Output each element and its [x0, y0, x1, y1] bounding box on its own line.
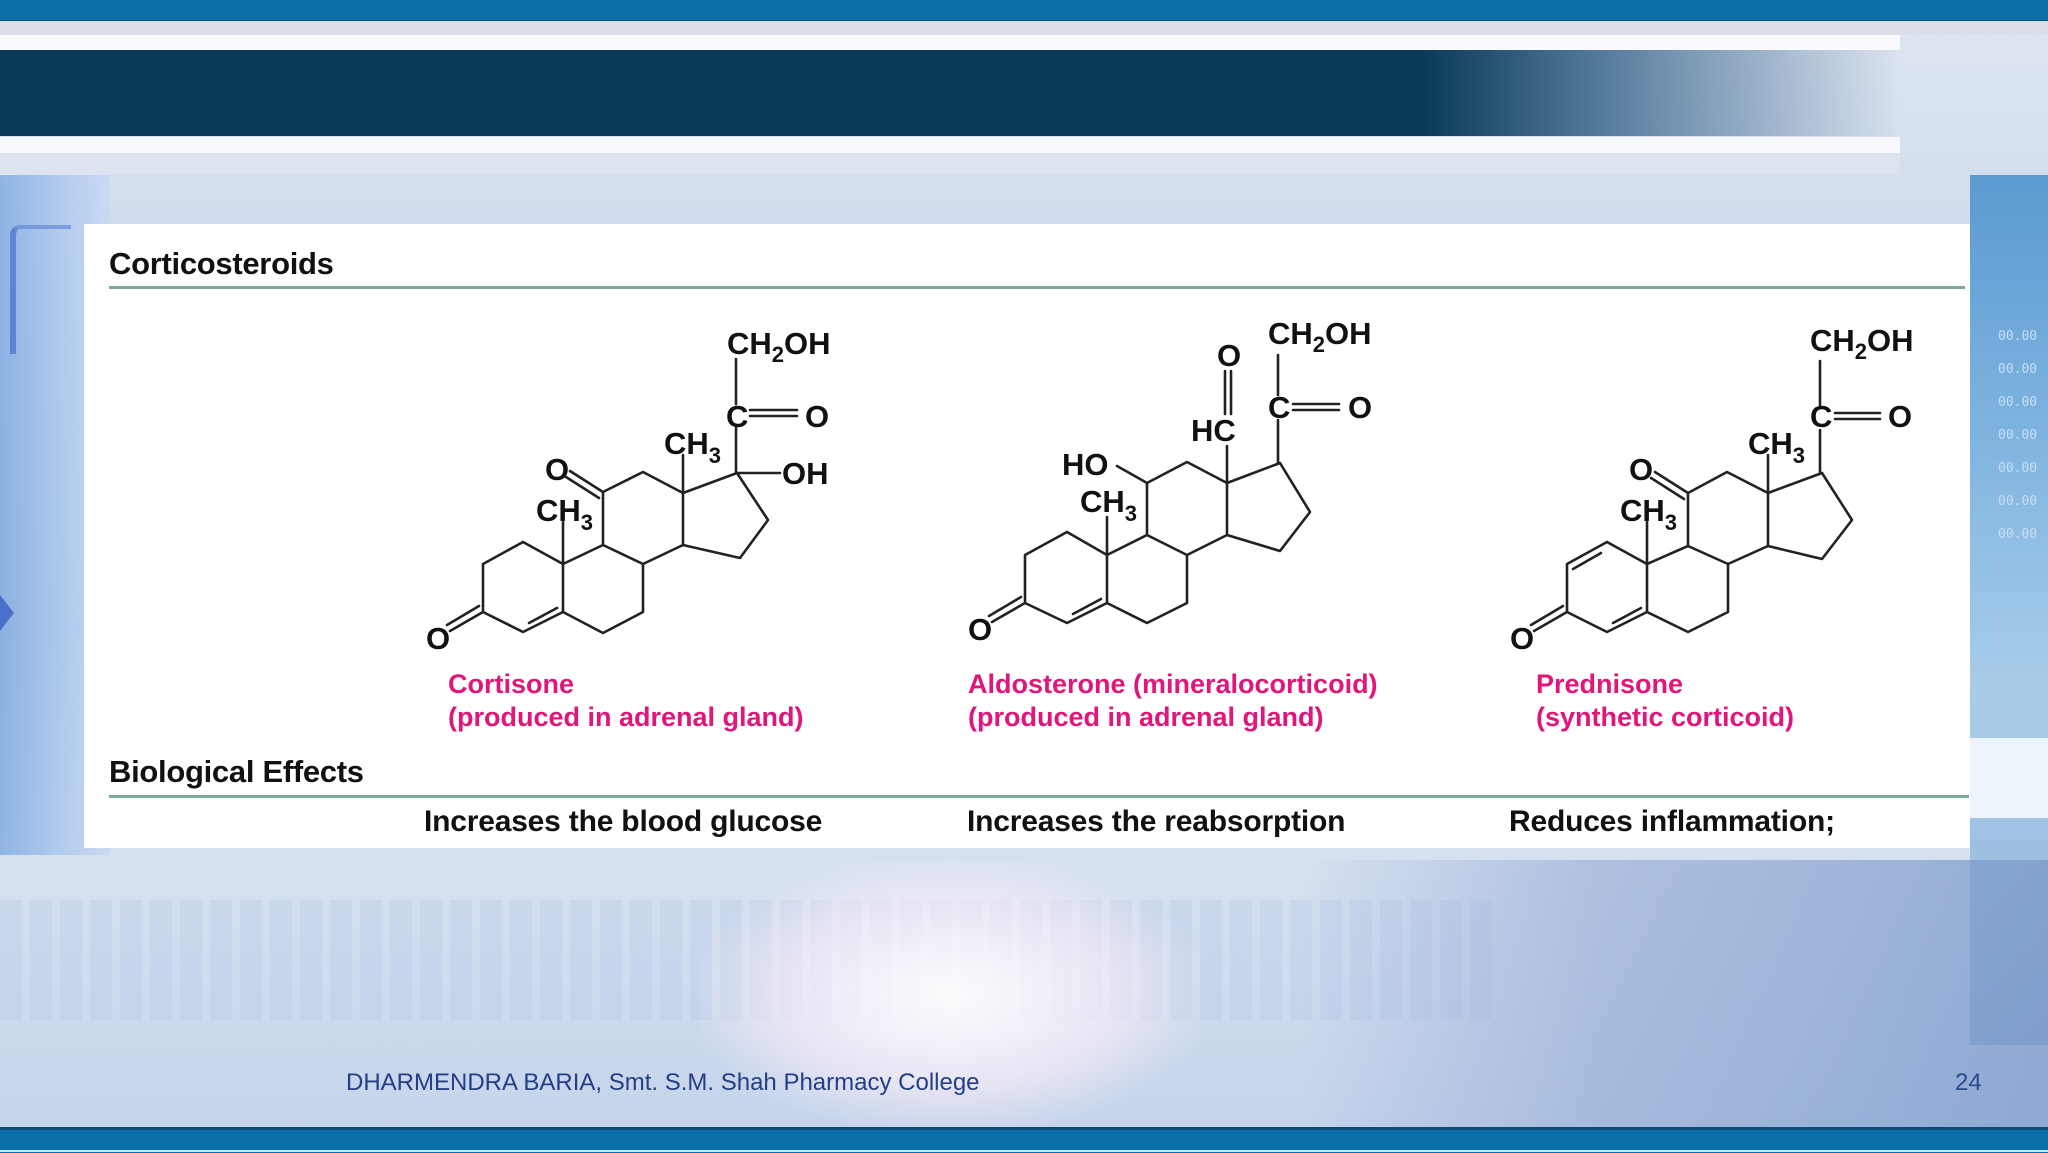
- prednisone-effect: Reduces inflammation;: [1509, 805, 1835, 838]
- cortisone-c10-methyl-label: CH3: [536, 493, 593, 535]
- title-underband: [0, 137, 1900, 153]
- cortisone-ch2oh-label: CH2OH: [727, 326, 831, 367]
- aldosterone-c20-label: C: [1268, 390, 1290, 425]
- vial-decoration: [10, 225, 71, 354]
- prednisone-structure: CH2OH C O CH3 O CH3 O: [1510, 323, 1914, 656]
- cortisone-c20-label: C: [726, 399, 748, 434]
- prednisone-3-keto-label: O: [1510, 621, 1534, 656]
- cortisone-c13-methyl-label: CH3: [664, 426, 721, 468]
- prednisone-11-keto-label: O: [1629, 452, 1653, 487]
- effects-title: Biological Effects: [109, 754, 364, 789]
- cortisone-3-keto-label: O: [426, 621, 450, 656]
- cortisone-c20-oxygen-label: O: [805, 399, 829, 434]
- background-glow: [700, 860, 1200, 1130]
- digits-decoration: 00.00 00.00 00.00 00.00 00.00 00.00 00.0…: [1998, 329, 2038, 542]
- prednisone-c13-methyl-label: CH3: [1748, 426, 1805, 468]
- aldosterone-name: Aldosterone (mineralocorticoid): [968, 669, 1378, 699]
- cortisone-name: Cortisone: [448, 669, 575, 699]
- background-band-right: [1970, 738, 2048, 818]
- background-shade-right: [1300, 860, 2048, 1127]
- bottom-edge: [0, 1150, 2048, 1152]
- cortisone-note: (produced in adrenal gland): [448, 702, 804, 732]
- structures-svg: CH2OH C O CH3 OH O CH3 O: [426, 316, 1914, 656]
- title-underband-light: [0, 153, 1900, 175]
- effects-rule: [109, 795, 1969, 798]
- prednisone-name: Prednisone: [1536, 669, 1684, 699]
- cortisone-11-keto-label: O: [545, 452, 569, 487]
- aldosterone-note: (produced in adrenal gland): [968, 702, 1324, 732]
- aldosterone-caption: Aldosterone (mineralocorticoid) (produce…: [968, 668, 1378, 734]
- aldosterone-11-hydroxyl-label: HO: [1062, 447, 1109, 482]
- cortisone-caption: Cortisone (produced in adrenal gland): [448, 668, 804, 734]
- arrow-decoration: [0, 595, 14, 631]
- aldosterone-aldehyde-oxygen-label: O: [1217, 338, 1241, 373]
- aldosterone-aldehyde-hc-label: HC: [1191, 413, 1236, 448]
- aldosterone-structure: CH2OH C O O HC HO CH3 O: [968, 316, 1372, 647]
- aldosterone-3-keto-label: O: [968, 612, 992, 647]
- prednisone-ch2oh-label: CH2OH: [1810, 323, 1914, 364]
- corticosteroids-figure: Corticosteroids: [84, 224, 1970, 848]
- section-title: Corticosteroids: [109, 246, 334, 281]
- section-rule: [109, 286, 1965, 289]
- prednisone-note: (synthetic corticoid): [1536, 702, 1795, 732]
- prednisone-caption: Prednisone (synthetic corticoid): [1536, 668, 1794, 734]
- cortisone-effect: Increases the blood glucose: [424, 805, 823, 838]
- prednisone-c20-oxygen-label: O: [1888, 399, 1912, 434]
- aldosterone-effect: Increases the reabsorption: [967, 805, 1346, 838]
- top-band: [0, 21, 2048, 35]
- title-bar: [0, 50, 1900, 136]
- aldosterone-c10-methyl-label: CH3: [1080, 484, 1137, 526]
- bottom-accent-bar: [0, 1127, 2048, 1153]
- prednisone-c20-label: C: [1810, 399, 1832, 434]
- top-band-white: [0, 35, 1900, 50]
- page-number: 24: [1955, 1069, 1982, 1096]
- footer-author: DHARMENDRA BARIA, Smt. S.M. Shah Pharmac…: [346, 1069, 980, 1096]
- aldosterone-ch2oh-label: CH2OH: [1268, 316, 1372, 357]
- cortisone-17-hydroxyl-label: OH: [782, 456, 829, 491]
- prednisone-c10-methyl-label: CH3: [1620, 493, 1677, 535]
- cortisone-structure: CH2OH C O CH3 OH O CH3 O: [426, 326, 831, 656]
- top-accent-bar: [0, 0, 2048, 22]
- aldosterone-c20-oxygen-label: O: [1348, 390, 1372, 425]
